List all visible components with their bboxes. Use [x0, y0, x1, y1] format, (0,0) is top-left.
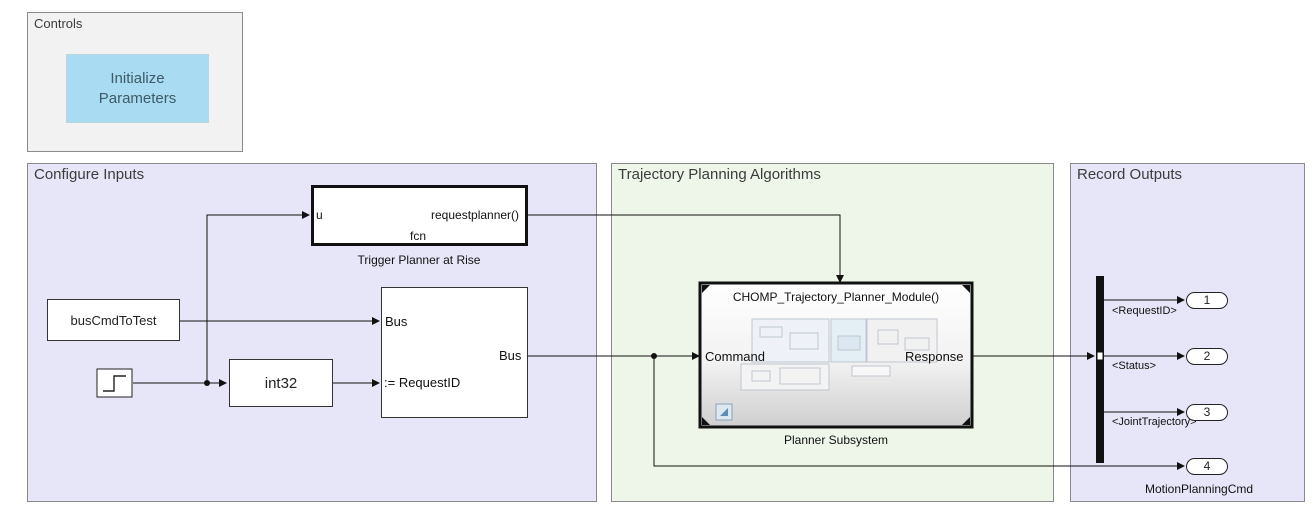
wire-to-outport-4	[653, 356, 1185, 470]
outport-4-label: MotionPlanningCmd	[1145, 482, 1254, 496]
bus-assign-port-bus: Bus	[385, 314, 408, 329]
outport-1[interactable]: 1	[1186, 292, 1228, 309]
bus-selector-bar	[1096, 276, 1104, 463]
initialize-parameters-button[interactable]: Initialize Parameters	[66, 54, 209, 123]
planner-subsystem-caption: Planner Subsystem	[783, 433, 889, 447]
step-icon	[103, 375, 126, 392]
signal-status: <Status>	[1112, 360, 1157, 372]
bus-assign-port-requestid: := RequestID	[384, 375, 461, 390]
bus-cmd-to-test-label: busCmdToTest	[70, 312, 157, 328]
trigger-fcn-label: fcn	[410, 229, 427, 243]
trigger-port-u: u	[316, 208, 323, 222]
outport-2-number: 2	[1203, 349, 1211, 363]
controls-area-title: Controls	[34, 16, 83, 31]
outport-4[interactable]: 4	[1186, 458, 1228, 475]
trigger-planner-block[interactable]	[311, 185, 528, 246]
wire-to-trigger	[206, 211, 310, 383]
record-outputs-area: Record Outputs	[1070, 163, 1305, 502]
record-outputs-title: Record Outputs	[1077, 166, 1183, 183]
branch-dot-step	[204, 380, 210, 386]
planner-port-command: Command	[705, 349, 765, 364]
bus-cmd-to-test-block[interactable]: busCmdToTest	[47, 299, 180, 341]
trajectory-planning-title: Trajectory Planning Algorithms	[618, 166, 821, 183]
bus-assign-out-bus: Bus	[499, 348, 522, 363]
outport-3[interactable]: 3	[1186, 404, 1228, 421]
bus-assignment-block[interactable]	[381, 287, 528, 418]
trigger-planner-caption: Trigger Planner at Rise	[357, 253, 481, 267]
trigger-fcn-call-label: requestplanner()	[431, 208, 520, 222]
planner-module-title: CHOMP_Trajectory_Planner_Module()	[732, 290, 940, 304]
planner-port-response: Response	[905, 349, 964, 364]
bus-selector-port	[1096, 351, 1104, 361]
subsystem-thumbnail	[740, 318, 938, 391]
int32-block[interactable]: int32	[229, 359, 333, 407]
outport-1-number: 1	[1203, 293, 1211, 307]
wire-trigger-call	[528, 214, 844, 283]
signal-joint-trajectory: <JointTrajectory>	[1112, 416, 1197, 428]
outport-3-number: 3	[1203, 405, 1211, 419]
signal-request-id: <RequestID>	[1112, 305, 1177, 317]
branch-dot-bus	[651, 353, 657, 359]
int32-label: int32	[264, 374, 298, 392]
outport-4-number: 4	[1203, 459, 1211, 473]
configure-inputs-title: Configure Inputs	[34, 166, 145, 183]
outport-2[interactable]: 2	[1186, 348, 1228, 365]
initialize-parameters-label: Initialize Parameters	[98, 69, 177, 107]
